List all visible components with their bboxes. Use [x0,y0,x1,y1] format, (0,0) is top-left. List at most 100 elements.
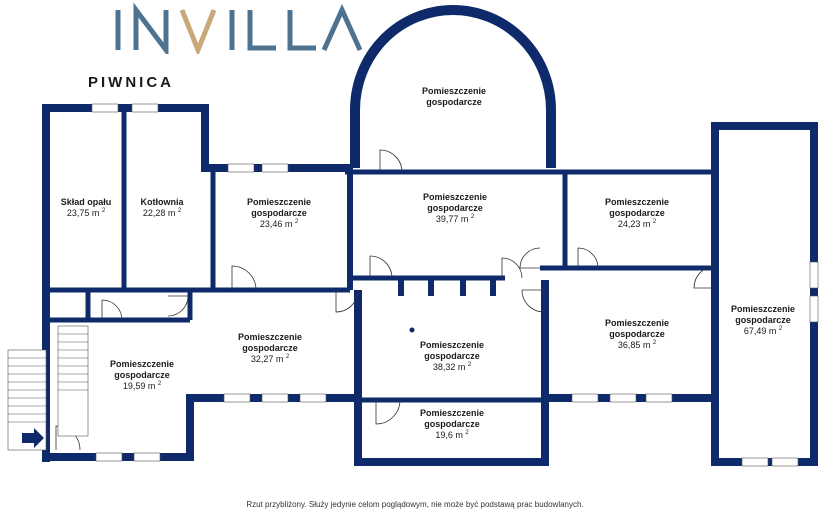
room-name-line: Pomieszczenie [605,197,669,207]
wall-left-bottom [46,394,355,461]
window-icon [95,452,123,462]
door-swing-icon [379,149,403,173]
room-area: 67,49 m [744,326,779,336]
door-swing-icon [693,265,717,289]
room-area-unit-exponent: 2 [158,381,162,387]
door-swing-icon [519,247,541,269]
window-icon [741,457,769,467]
room-area-unit-exponent: 2 [471,214,475,220]
door-swing-icon [369,255,393,279]
window-icon [609,393,637,403]
room-area: 22,28 m [143,208,178,218]
room-area-unit-exponent: 2 [779,326,783,332]
room-name-line: Pomieszczenie [420,340,484,350]
pillar [398,280,404,296]
window-icon [645,393,673,403]
window-icon [809,261,819,289]
walls [42,5,818,466]
door-swing-icon [501,257,523,279]
room-name-line: gospodarcze [609,329,665,339]
room-area-unit-exponent: 2 [286,354,290,360]
pillar [490,280,496,296]
pillar [460,280,466,296]
wall-left-outer [42,104,350,462]
room-name-line: Pomieszczenie [420,408,484,418]
room-area: 23,75 m [67,208,102,218]
room-name-line: gospodarcze [114,370,170,380]
door-swing-icon [577,247,599,269]
room-area-unit-exponent: 2 [653,340,657,346]
doors [55,149,717,451]
door-swing-icon [375,399,401,425]
window-icon [299,393,327,403]
entrance-arrow-icon [22,428,44,448]
room-area-unit-exponent: 2 [178,208,182,214]
room-area: 19,59 m [123,381,158,391]
room-area: 19,6 m [435,430,465,440]
window-icon [223,393,251,403]
room-area: 38,32 m [433,362,468,372]
room-name-line: gospodarcze [426,97,482,107]
room-area-unit-exponent: 2 [468,362,472,368]
room-name-line: Pomieszczenie [247,197,311,207]
room-name-line: gospodarcze [424,419,480,429]
room-name-line: gospodarcze [735,315,791,325]
window-icon [261,163,289,173]
room-name-line: gospodarcze [424,351,480,361]
window-icon [227,163,255,173]
room-area: 39,77 m [436,214,471,224]
window-icon [809,295,819,323]
location-dot-icon [409,327,415,333]
room-name-line: gospodarcze [609,208,665,218]
disclaimer: Rzut przybliżony. Służy jedynie celom po… [246,500,584,509]
room-name-line: gospodarcze [242,343,298,353]
room-area: 32,27 m [251,354,286,364]
windows [91,103,819,467]
wall-right-tall [711,122,818,466]
room-area-unit-exponent: 2 [465,430,469,436]
door-swing-icon [101,299,123,321]
staircase-icon [7,325,89,451]
window-icon [771,457,799,467]
room-area-unit-exponent: 2 [102,208,106,214]
room-name-line: Kotłownia [141,197,185,207]
window-icon [131,103,159,113]
room-name-line: gospodarcze [251,208,307,218]
invilla-logo [115,2,363,54]
window-icon [261,393,289,403]
room-name-line: Skład opału [61,197,112,207]
room-area: 23,46 m [260,219,295,229]
window-icon [133,452,161,462]
floor-level-label: PIWNICA [88,74,174,91]
room-name-line: Pomieszczenie [238,332,302,342]
pillar [428,280,434,296]
room-area-unit-exponent: 2 [653,219,657,225]
door-swing-icon [335,289,359,313]
door-swing-icon [167,295,189,317]
room-area: 24,23 m [618,219,653,229]
room-name-line: Pomieszczenie [110,359,174,369]
room-area-unit-exponent: 2 [295,219,299,225]
window-icon [571,393,599,403]
room-area: 36,85 m [618,340,653,350]
room-name-line: Pomieszczenie [731,304,795,314]
window-icon [91,103,119,113]
room-name-line: Pomieszczenie [605,318,669,328]
door-swing-icon [521,289,546,313]
room-name-line: Pomieszczenie [423,192,487,202]
room-name-line: Pomieszczenie [422,86,486,96]
